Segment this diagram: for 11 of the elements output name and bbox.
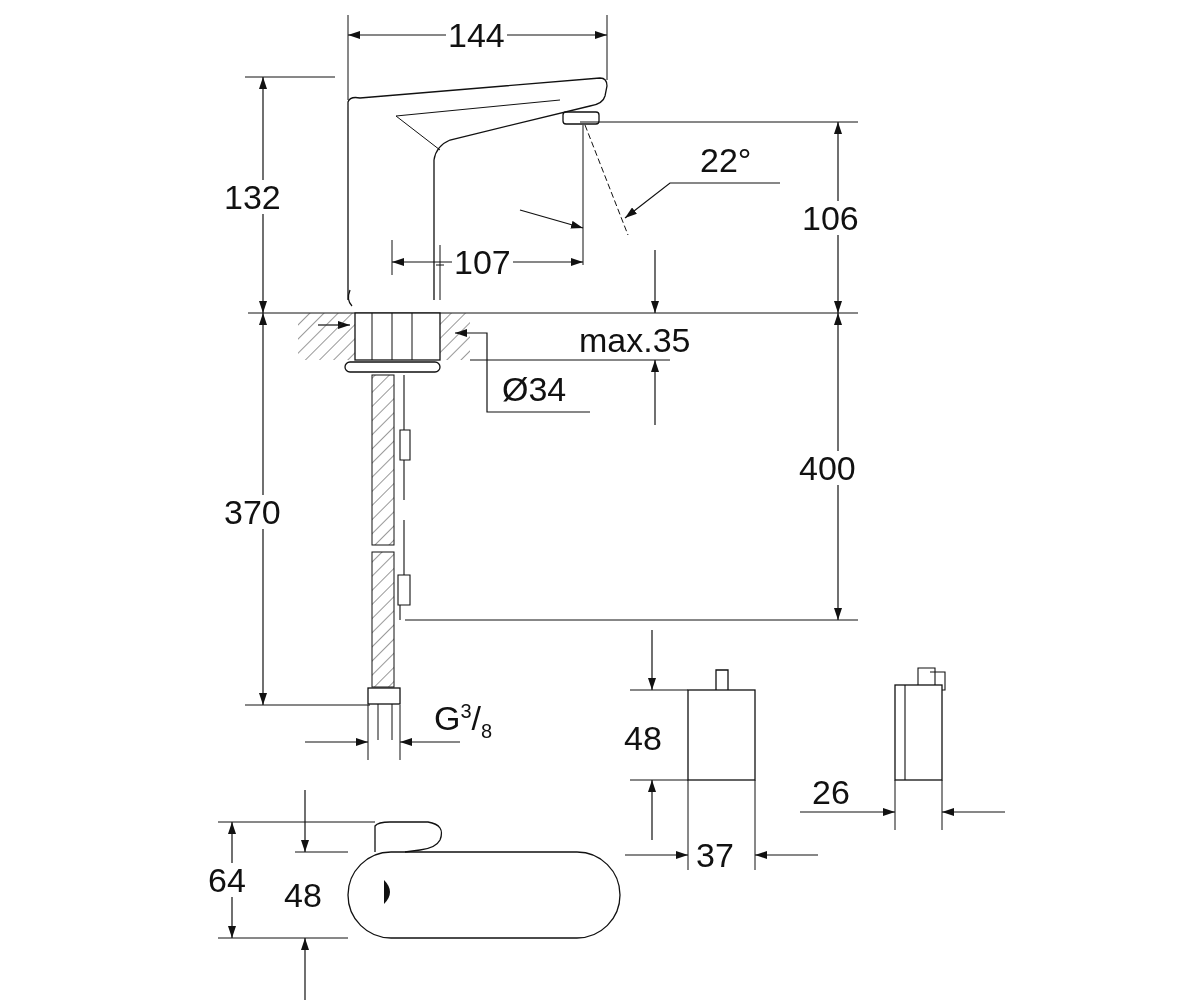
dimension-label: 26 [811, 775, 851, 809]
dimension-label: 48 [283, 878, 323, 912]
dimension-label: G$^{3}$/$_{8}$ [433, 701, 494, 742]
dimension-label: max.35 [578, 323, 692, 357]
dimension-label: 37 [695, 838, 735, 872]
dimension-label: Ø34 [501, 372, 568, 406]
dimension-label: 64 [206, 863, 248, 897]
dimension-label: 22° [699, 143, 753, 177]
dimension-label: 400 [797, 451, 858, 485]
dimension-label: 48 [623, 721, 663, 755]
dimension-label: 370 [222, 495, 283, 529]
